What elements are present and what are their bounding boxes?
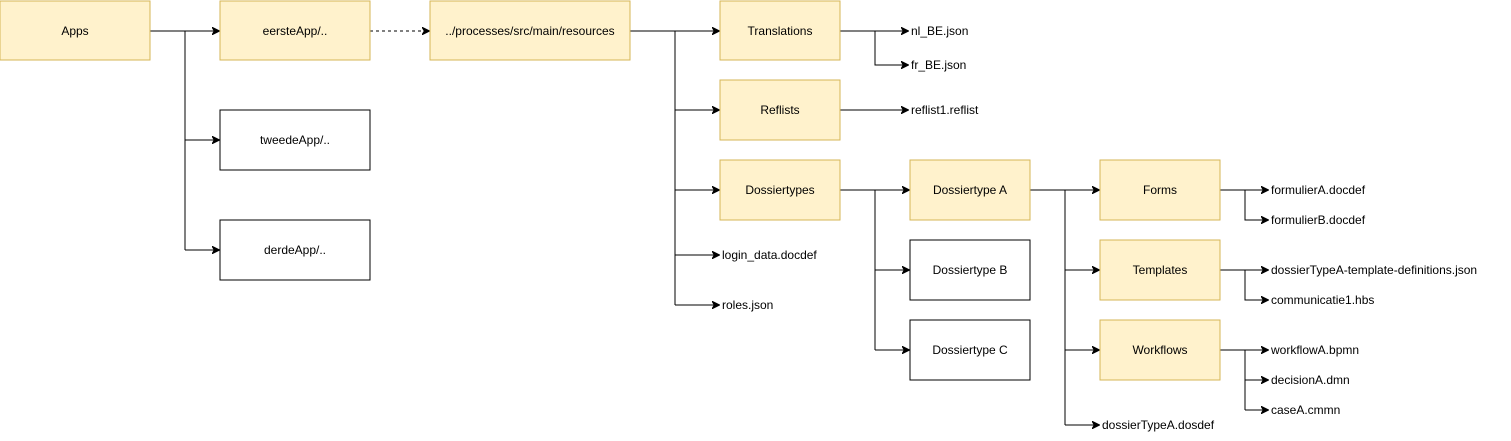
- file-communicatie1[interactable]: communicatie1.hbs: [1271, 293, 1374, 307]
- node-translations[interactable]: Translations: [719, 0, 841, 61]
- node-dossiertype-c-label: Dossiertype C: [932, 343, 1008, 357]
- node-resources-label: ../processes/src/main/resources: [445, 24, 614, 38]
- node-dossiertype-a-box: [909, 159, 1031, 221]
- node-dossiertype-c-box: [909, 319, 1031, 381]
- file-case-a[interactable]: caseA.cmmn: [1271, 403, 1340, 417]
- node-derde-app[interactable]: derdeApp/..: [219, 219, 371, 281]
- node-templates[interactable]: Templates: [1099, 239, 1221, 301]
- node-resources[interactable]: ../processes/src/main/resources: [429, 0, 631, 61]
- node-dossiertype-c[interactable]: Dossiertype C: [909, 319, 1031, 381]
- node-dossiertype-a-label: Dossiertype A: [933, 183, 1007, 197]
- node-workflows-box: [1099, 319, 1221, 381]
- file-template-definitions[interactable]: dossierTypeA-template-definitions.json: [1271, 263, 1477, 277]
- node-forms-label: Forms: [1143, 183, 1177, 197]
- node-dossiertypes-label: Dossiertypes: [745, 183, 814, 197]
- node-derde-app-box: [219, 219, 371, 281]
- file-formulier-b[interactable]: formulierB.docdef: [1271, 213, 1366, 227]
- node-eerste-app[interactable]: eersteApp/..: [219, 0, 371, 61]
- node-tweede-app-box: [219, 109, 371, 171]
- node-templates-box: [1099, 239, 1221, 301]
- edges: [150, 31, 1268, 425]
- node-eerste-app-label: eersteApp/..: [263, 24, 328, 38]
- node-translations-box: [719, 0, 841, 61]
- node-reflists[interactable]: Reflists: [719, 79, 841, 141]
- file-dossiertype-a-dosdef[interactable]: dossierTypeA.dosdef: [1102, 418, 1215, 432]
- node-dossiertypes[interactable]: Dossiertypes: [719, 159, 841, 221]
- node-dossiertype-b-label: Dossiertype B: [933, 263, 1008, 277]
- node-dossiertype-a[interactable]: Dossiertype A: [909, 159, 1031, 221]
- node-resources-box: [429, 0, 631, 61]
- node-forms[interactable]: Forms: [1099, 159, 1221, 221]
- file-workflow-a[interactable]: workflowA.bpmn: [1270, 343, 1359, 357]
- node-workflows[interactable]: Workflows: [1099, 319, 1221, 381]
- file-roles[interactable]: roles.json: [722, 298, 773, 312]
- node-dossiertype-b[interactable]: Dossiertype B: [909, 239, 1031, 301]
- file-fr-be[interactable]: fr_BE.json: [911, 58, 966, 72]
- file-labels: nl_BE.json fr_BE.json reflist1.reflist l…: [722, 24, 1477, 432]
- node-reflists-label: Reflists: [760, 103, 799, 117]
- node-apps[interactable]: Apps: [0, 0, 151, 61]
- edge-forms-b: [1244, 190, 1268, 220]
- node-apps-label: Apps: [61, 24, 88, 38]
- file-nl-be[interactable]: nl_BE.json: [911, 24, 968, 38]
- node-dossiertype-b-box: [909, 239, 1031, 301]
- edge-templates-comm: [1244, 270, 1268, 300]
- node-apps-box: [0, 0, 151, 61]
- node-derde-app-label: derdeApp/..: [264, 243, 326, 257]
- node-forms-box: [1099, 159, 1221, 221]
- node-workflows-label: Workflows: [1132, 343, 1187, 357]
- node-tweede-app[interactable]: tweedeApp/..: [219, 109, 371, 171]
- file-formulier-a[interactable]: formulierA.docdef: [1271, 183, 1366, 197]
- file-decision-a[interactable]: decisionA.dmn: [1271, 373, 1350, 387]
- node-eerste-app-box: [219, 0, 371, 61]
- node-translations-label: Translations: [748, 24, 813, 38]
- file-login-data[interactable]: login_data.docdef: [722, 248, 817, 262]
- file-reflist1[interactable]: reflist1.reflist: [911, 103, 979, 117]
- node-reflists-box: [719, 79, 841, 141]
- edge-translations-fr: [874, 31, 908, 65]
- node-dossiertypes-box: [719, 159, 841, 221]
- node-templates-label: Templates: [1133, 263, 1188, 277]
- node-tweede-app-label: tweedeApp/..: [260, 133, 330, 147]
